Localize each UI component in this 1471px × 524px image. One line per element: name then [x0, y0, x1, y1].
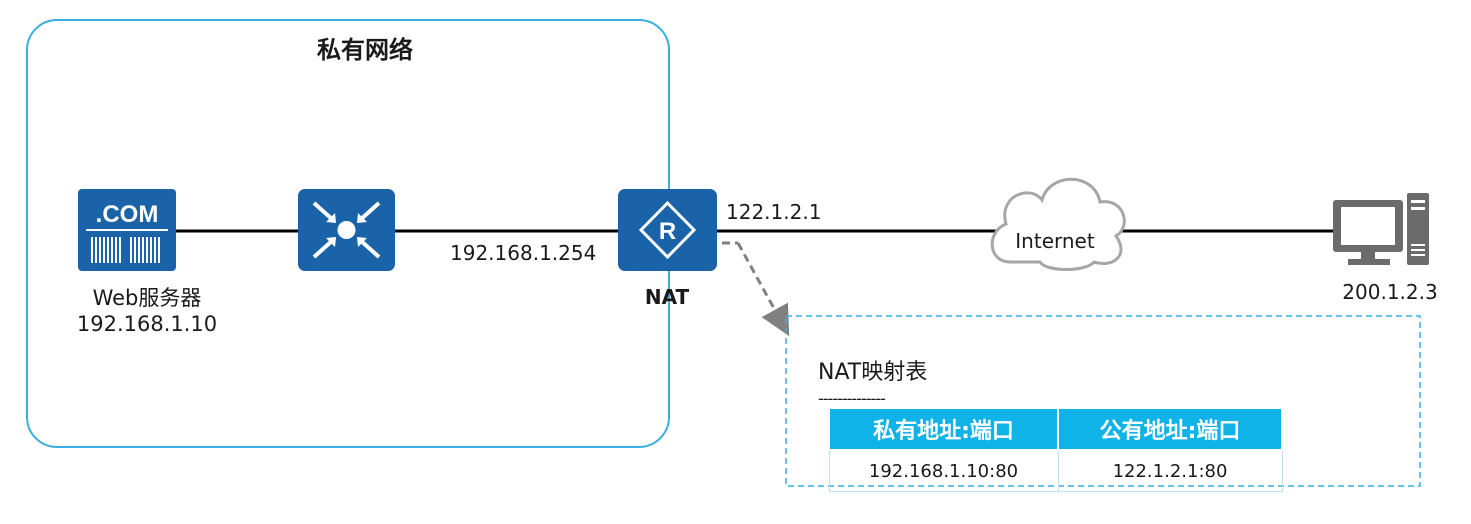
web-server-ip: 192.168.1.10 — [76, 312, 218, 336]
switch-icon[interactable] — [298, 189, 395, 271]
nat-mapping-table: 私有地址:端口 公有地址:端口 192.168.1.10:80 122.1.2.… — [828, 407, 1283, 492]
header-public-address: 公有地址:端口 — [1057, 407, 1283, 451]
client-computer-icon[interactable] — [1333, 193, 1429, 265]
router-letter: R — [659, 218, 676, 245]
private-network-title: 私有网络 — [317, 36, 413, 64]
cell-private-address: 192.168.1.10:80 — [828, 449, 1059, 492]
nat-lan-ip: 192.168.1.254 — [450, 241, 597, 265]
nat-table-pointer-arrow-diagonal — [736, 242, 790, 337]
cell-public-address: 122.1.2.1:80 — [1057, 449, 1283, 492]
com-icon-text: .COM — [96, 201, 159, 228]
internet-label: Internet — [1015, 229, 1095, 253]
nat-table-title: NAT映射表 — [818, 360, 928, 385]
web-server-name: Web服务器 — [92, 286, 202, 310]
client-ip: 200.1.2.3 — [1342, 280, 1438, 304]
router-icon[interactable]: R — [618, 189, 717, 271]
table-header-row: 私有地址:端口 公有地址:端口 — [828, 407, 1283, 451]
internet-cloud-icon — [990, 177, 1126, 271]
nat-wan-ip: 122.1.2.1 — [726, 200, 822, 224]
nat-table-separator: -------------- — [818, 389, 886, 408]
table-row: 192.168.1.10:80 122.1.2.1:80 — [828, 449, 1283, 492]
web-server-icon[interactable]: .COM — [78, 189, 176, 271]
header-private-address: 私有地址:端口 — [828, 407, 1059, 451]
nat-router-label: NAT — [644, 285, 690, 309]
